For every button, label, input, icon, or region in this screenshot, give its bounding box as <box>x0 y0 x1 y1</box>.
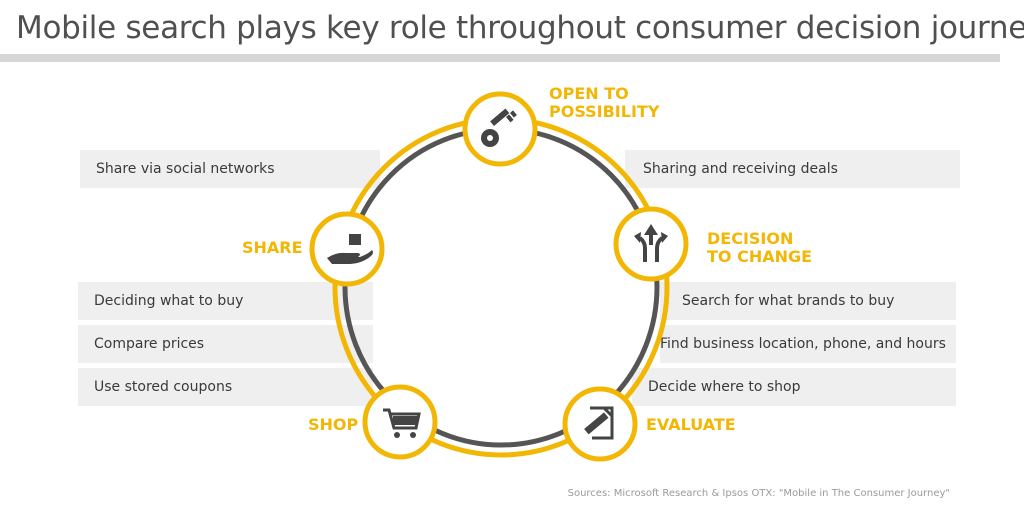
stage-node-decision <box>613 206 689 282</box>
key-icon <box>481 108 517 147</box>
hand-giving-icon <box>327 234 373 264</box>
shopping-cart-icon <box>383 408 421 438</box>
stage-node-evaluate <box>562 386 638 462</box>
stage-node-open <box>462 91 538 167</box>
activity-sharing-deals: Sharing and receiving deals <box>625 150 960 188</box>
pen-document-icon <box>584 406 614 440</box>
stage-label-open-line1: OPEN TO <box>549 84 629 103</box>
source-citation: Sources: Microsoft Research & Ipsos OTX:… <box>567 488 950 499</box>
stage-label-evaluate: EVALUATE <box>646 415 736 434</box>
activity-search-brands: Search for what brands to buy <box>660 282 956 320</box>
stage-label-decision-line1: DECISION <box>707 229 794 248</box>
activity-compare-prices: Compare prices <box>78 325 373 363</box>
activity-deciding-what-to-buy: Deciding what to buy <box>78 282 373 320</box>
activity-find-business: Find business location, phone, and hours <box>660 325 956 363</box>
stage-label-open: OPEN TO POSSIBILITY <box>549 85 659 121</box>
split-arrow-icon <box>634 224 668 262</box>
stage-label-open-line2: POSSIBILITY <box>549 102 660 121</box>
page-title: Mobile search plays key role throughout … <box>16 10 1024 46</box>
stage-node-shop <box>362 384 438 460</box>
stage-label-share: SHARE <box>242 238 303 257</box>
stage-label-decision-line2: TO CHANGE <box>707 247 813 266</box>
activity-decide-where-shop: Decide where to shop <box>632 368 956 406</box>
stage-label-shop: SHOP <box>308 415 359 434</box>
activity-stored-coupons: Use stored coupons <box>78 368 373 406</box>
activity-share-social: Share via social networks <box>80 150 380 188</box>
stage-label-decision: DECISION TO CHANGE <box>707 230 812 266</box>
stage-node-share <box>309 211 385 287</box>
title-divider <box>0 54 1000 62</box>
